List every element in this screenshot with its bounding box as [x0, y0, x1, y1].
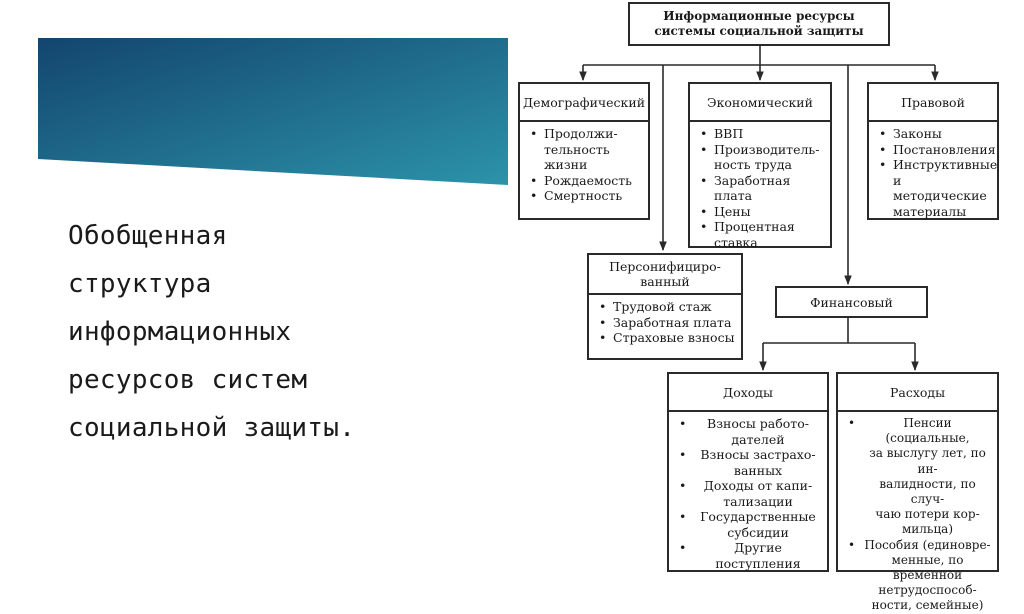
- list-item: ВВП: [700, 126, 826, 142]
- slide-title: Обобщенная структура информационных ресу…: [68, 221, 356, 443]
- income-items: Взносы работо- дателей Взносы застрахо- …: [669, 412, 827, 571]
- demographic-box: Демографический Продолжи- тельность жизн…: [518, 82, 650, 220]
- personified-title: Персонифициро- ванный: [589, 255, 741, 295]
- personified-box: Персонифициро- ванный Трудовой стаж Зара…: [587, 253, 743, 360]
- legal-items: Законы Постановления Инструктивные и мет…: [869, 122, 997, 219]
- list-item: Инструктивные и методические материалы: [879, 157, 997, 219]
- list-item: Рождаемость: [530, 173, 644, 189]
- list-item: Постановления: [879, 142, 996, 158]
- list-item: Другие поступления: [679, 540, 823, 571]
- root-title: Информационные ресурсы системы социально…: [654, 9, 864, 38]
- income-box: Доходы Взносы работо- дателей Взносы зас…: [667, 372, 829, 572]
- list-item: Пенсии (социальные, за выслугу лет, по и…: [848, 416, 993, 538]
- list-item: Смертность: [530, 188, 644, 204]
- list-item: Заработная плата: [599, 315, 737, 331]
- legal-box: Правовой Законы Постановления Инструктив…: [867, 82, 999, 220]
- financial-title: Финансовый: [810, 294, 893, 310]
- income-title: Доходы: [669, 374, 827, 412]
- financial-box: Финансовый: [775, 286, 928, 318]
- list-item: Производитель- ность труда: [700, 142, 826, 173]
- list-item: Страховые взносы: [599, 330, 737, 346]
- list-item: Трудовой стаж: [599, 299, 737, 315]
- list-item: Пособия (единовре- менные, по временной …: [848, 538, 993, 614]
- list-item: Законы: [879, 126, 993, 142]
- list-item: Продолжи- тельность жизни: [530, 126, 644, 173]
- expenses-title: Расходы: [838, 374, 997, 412]
- list-item: Цены: [700, 204, 826, 220]
- list-item: Заработная плата: [700, 173, 826, 204]
- economic-title: Экономический: [690, 84, 830, 122]
- expenses-items: Пенсии (социальные, за выслугу лет, по и…: [838, 412, 997, 614]
- list-item: Государственные субсидии: [679, 509, 823, 540]
- economic-items: ВВП Производитель- ность труда Заработна…: [690, 122, 830, 250]
- list-item: Взносы работо- дателей: [679, 416, 823, 447]
- list-item: Доходы от капи- тализации: [679, 478, 823, 509]
- personified-items: Трудовой стаж Заработная плата Страховые…: [589, 295, 741, 346]
- list-item: Взносы застрахо- ванных: [679, 447, 823, 478]
- expenses-box: Расходы Пенсии (социальные, за выслугу л…: [836, 372, 999, 612]
- legal-title: Правовой: [869, 84, 997, 122]
- decorative-banner: [38, 38, 508, 185]
- root-box: Информационные ресурсы системы социально…: [628, 2, 890, 46]
- economic-box: Экономический ВВП Производитель- ность т…: [688, 82, 832, 250]
- connector-lines: [579, 45, 939, 371]
- demographic-title: Демографический: [520, 84, 648, 122]
- demographic-items: Продолжи- тельность жизни Рождаемость См…: [520, 122, 648, 204]
- list-item: Процентная ставка: [700, 219, 826, 250]
